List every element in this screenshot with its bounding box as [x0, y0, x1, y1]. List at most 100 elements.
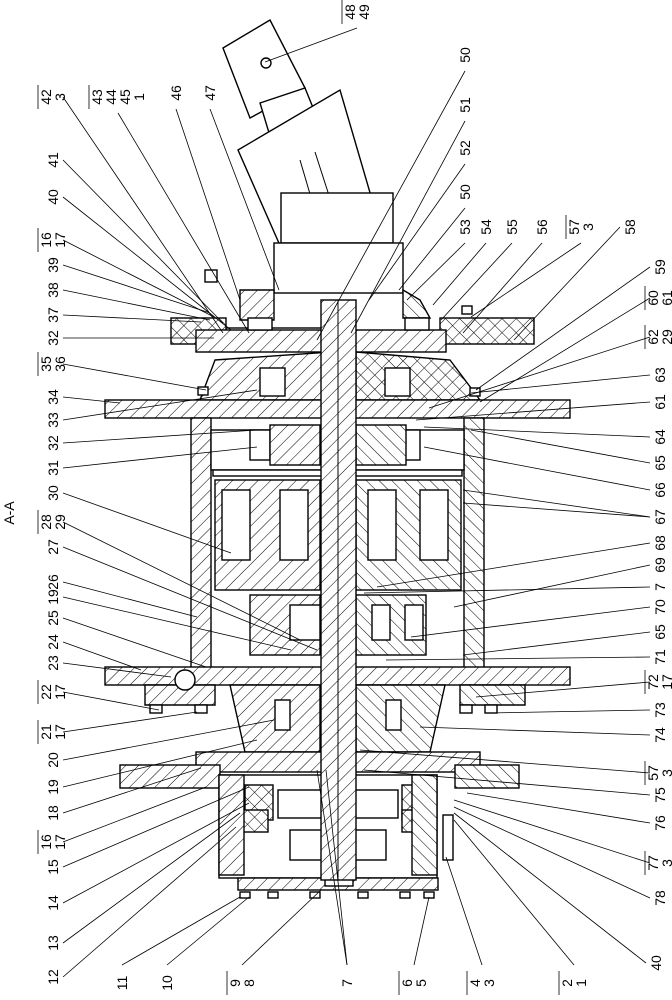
callout-46: 46: [168, 85, 184, 101]
leader-line: [62, 429, 258, 444]
leader-line: [488, 709, 651, 714]
upper-flange: [104, 351, 571, 419]
leader-line: [325, 769, 348, 966]
callout-35-36: 3536: [38, 356, 68, 372]
hydraulic-motor: [222, 19, 404, 294]
leader-line: [62, 641, 142, 671]
leader-line: [453, 806, 651, 899]
callout-25: 25: [45, 610, 61, 626]
callout-16-17: 1617: [38, 232, 68, 248]
leader-line: [241, 889, 322, 966]
callout-61: 61: [652, 394, 668, 410]
callout-48-49: 4849: [342, 4, 372, 20]
callout-19: 19: [45, 779, 61, 795]
leader-line: [264, 27, 358, 63]
callout-58: 58: [622, 219, 638, 235]
leader-line: [475, 266, 651, 391]
cover-bolts: [239, 891, 435, 899]
leader-line: [62, 826, 237, 978]
leader-line: [62, 617, 207, 668]
callout-9-8: 98: [227, 979, 257, 987]
leader-line: [62, 159, 224, 324]
callout-60-61: 6061: [645, 290, 672, 306]
leader-line: [462, 489, 651, 518]
callout-76: 76: [652, 815, 668, 831]
callout-57-3: 573: [645, 765, 672, 781]
callout-52: 52: [457, 140, 473, 156]
callout-53: 53: [457, 219, 473, 235]
leader-line: [453, 819, 575, 966]
callout-74: 74: [652, 727, 668, 743]
leader-line: [62, 786, 207, 843]
leader-line: [385, 656, 651, 661]
callout-34: 34: [45, 389, 61, 405]
callout-27: 27: [45, 539, 61, 555]
callout-57-3: 573: [566, 219, 596, 235]
leader-line: [209, 108, 280, 291]
leader-line: [363, 769, 651, 796]
callout-59: 59: [652, 259, 668, 275]
leader-line: [445, 856, 483, 966]
callout-43-44-45-1: 4344451: [89, 89, 147, 105]
leader-line: [428, 336, 651, 409]
callout-16-17: 1617: [38, 834, 68, 850]
leader-line: [62, 786, 250, 868]
callout-50: 50: [457, 47, 473, 63]
leader-line: [62, 691, 160, 711]
leader-line: [62, 596, 292, 651]
callout-31: 31: [45, 460, 61, 476]
leader-line: [62, 739, 258, 788]
leader-line: [62, 289, 211, 321]
callout-12: 12: [45, 969, 61, 985]
leader-line: [316, 769, 348, 966]
callout-69: 69: [652, 557, 668, 573]
central-shaft: [320, 299, 357, 881]
callout-40: 40: [648, 955, 664, 971]
callout-63: 63: [652, 367, 668, 383]
leader-line: [453, 812, 647, 964]
section-title: A-A: [1, 501, 17, 525]
leader-line: [423, 426, 651, 438]
leader-line: [398, 207, 466, 291]
callout-65: 65: [652, 624, 668, 640]
callout-55: 55: [504, 219, 520, 235]
leader-line: [376, 542, 651, 588]
leader-line: [62, 711, 198, 733]
leader-line: [62, 396, 121, 404]
callout-32: 32: [45, 435, 61, 451]
callout-23: 23: [45, 655, 61, 671]
leader-line: [432, 242, 487, 306]
leader-line: [470, 429, 651, 464]
callout-19: 19: [45, 589, 61, 605]
leader-line: [62, 662, 172, 678]
leader-line: [363, 586, 651, 594]
callout-64: 64: [652, 429, 668, 445]
leader-line: [121, 896, 241, 966]
callout-66: 66: [652, 482, 668, 498]
callout-15: 15: [45, 859, 61, 875]
callout-30: 30: [45, 485, 61, 501]
callout-50: 50: [457, 184, 473, 200]
callout-21-17: 2117: [38, 724, 68, 740]
callout-10: 10: [159, 975, 175, 991]
callout-54: 54: [478, 219, 494, 235]
leader-line: [423, 446, 651, 491]
callout-22-17: 2217: [38, 684, 68, 700]
callout-42-3: 423: [38, 89, 68, 105]
leader-line: [406, 242, 466, 301]
callout-14: 14: [45, 895, 61, 911]
leader-line: [62, 363, 207, 391]
leader-lines: [62, 27, 651, 978]
leader-line: [316, 70, 466, 341]
callout-40: 40: [45, 189, 61, 205]
callout-37: 37: [45, 307, 61, 323]
callout-75: 75: [652, 787, 668, 803]
leader-line: [62, 546, 318, 651]
callout-33: 33: [45, 412, 61, 428]
leader-line: [470, 374, 651, 394]
callout-20: 20: [45, 752, 61, 768]
leader-line: [62, 812, 241, 944]
callout-68: 68: [652, 535, 668, 551]
callout-7: 7: [339, 979, 355, 987]
